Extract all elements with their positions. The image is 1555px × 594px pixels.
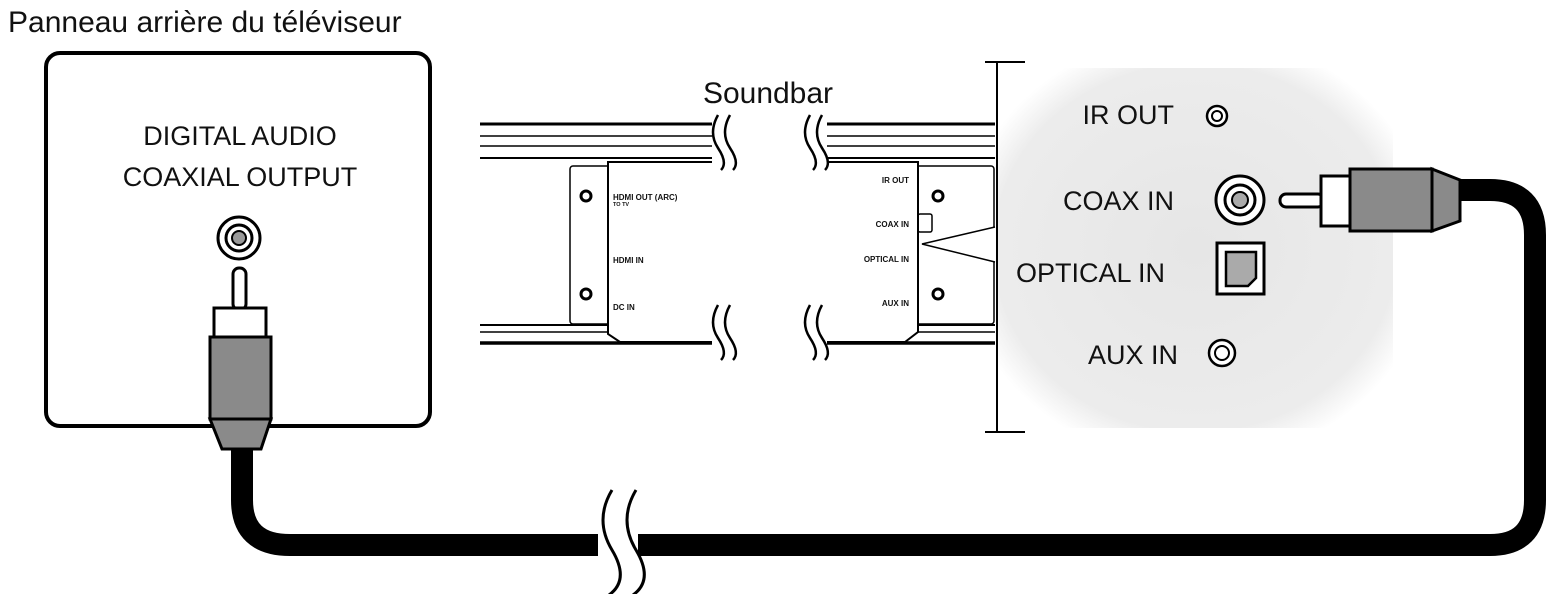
coaxial-cable [231,179,1546,556]
hdmi-in-label: HDMI IN [613,256,644,265]
coax-in-small-label: COAX IN [876,220,910,229]
to-tv-label: TO TV [613,202,629,208]
tv-side-rca-plug-icon [207,266,274,451]
tv-coax-jack-icon [216,215,262,261]
tv-label-line2: COAXIAL OUTPUT [123,162,358,192]
dc-in-label: DC IN [613,303,635,312]
aux-in-jack-icon [1207,338,1237,368]
soundbar: Soundbar HDMI OUT (ARC) [480,77,996,361]
aux-in-label: AUX IN [1088,340,1178,370]
ir-out-small-label: IR OUT [882,176,909,185]
optical-in-port-icon [1215,241,1266,296]
ir-out-jack-icon [1205,104,1229,128]
ir-out-label: IR OUT [1083,100,1175,130]
optical-in-small-label: OPTICAL IN [864,255,909,264]
soundbar-break-icons [711,114,830,361]
optical-in-label: OPTICAL IN [1016,258,1165,288]
tv-label-line1: DIGITAL AUDIO [143,121,337,151]
coax-in-jack-icon [1214,174,1266,226]
input-detail-panel: IR OUT COAX IN OPTICAL IN AUX IN [985,61,1393,433]
diagram-title: Panneau arrière du téléviseur [8,6,402,39]
soundbar-label: Soundbar [703,77,833,110]
screw-icons [579,189,945,301]
aux-in-small-label: AUX IN [882,299,909,308]
coax-in-label: COAX IN [1063,186,1174,216]
hdmi-out-label: HDMI OUT (ARC) [613,193,678,202]
cable-break-icon [598,489,646,594]
soundbar-side-rca-plug-icon [1278,166,1462,234]
tv-rear-panel: DIGITAL AUDIO COAXIAL OUTPUT [44,51,432,428]
